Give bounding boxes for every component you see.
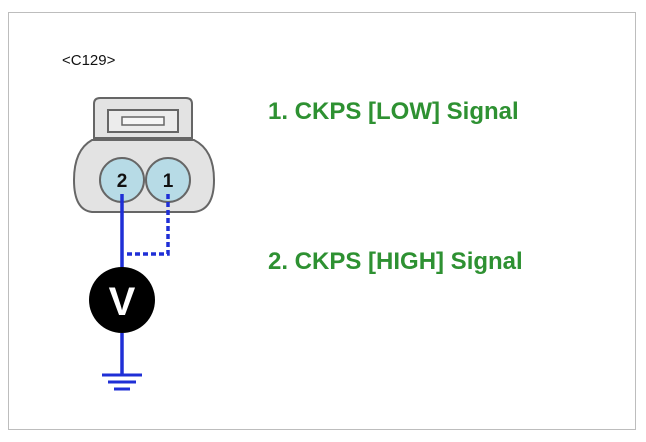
- voltmeter-letter: V: [109, 280, 136, 324]
- connector-c129: [72, 97, 216, 213]
- wire-pin1-dashed: [124, 194, 170, 256]
- voltmeter-icon: [89, 267, 155, 333]
- signal-label-high: 2. CKPS [HIGH] Signal: [268, 248, 523, 275]
- signal-label-low: 1. CKPS [LOW] Signal: [268, 98, 519, 125]
- diagram-frame: [8, 12, 636, 430]
- connector-latch-slot: [121, 116, 165, 126]
- pin-1-number: 1: [163, 171, 174, 192]
- ground-icon: [102, 373, 142, 391]
- voltmeter: V: [89, 267, 155, 333]
- pin-2-number: 2: [117, 171, 128, 192]
- connector-id-label: <C129>: [62, 52, 116, 69]
